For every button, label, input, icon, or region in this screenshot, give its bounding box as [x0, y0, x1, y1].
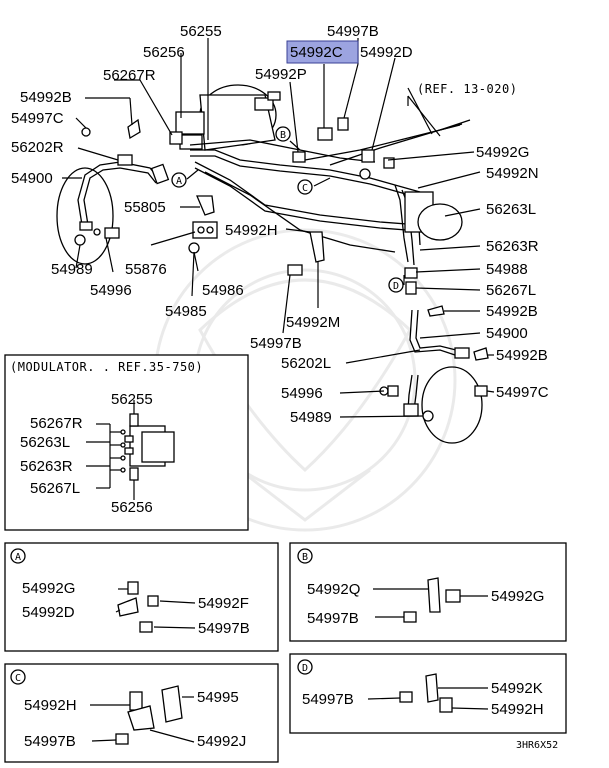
label-54900-right[interactable]: 54900 [486, 325, 528, 342]
modulator-label-56255[interactable]: 56255 [111, 391, 153, 408]
label-56256[interactable]: 56256 [143, 44, 185, 61]
label-54992g[interactable]: 54992G [476, 144, 529, 161]
detail-b-label-54997b[interactable]: 54997B [307, 610, 359, 627]
modulator-label-56263l[interactable]: 56263L [20, 434, 70, 451]
label-54989-left[interactable]: 54989 [51, 261, 93, 278]
label-54992d[interactable]: 54992D [360, 44, 413, 61]
label-54900-left[interactable]: 54900 [11, 170, 53, 187]
leader-lines [62, 38, 495, 418]
label-56202l[interactable]: 56202L [281, 355, 331, 372]
detail-c-label-54997b[interactable]: 54997B [24, 733, 76, 750]
label-56263l[interactable]: 56263L [486, 201, 536, 218]
highlighted-part-box [286, 40, 359, 64]
callout-a[interactable]: A [176, 176, 182, 187]
detail-d-inset: D 54997B 54992K 54992H [289, 653, 567, 734]
callout-b[interactable]: B [280, 130, 286, 141]
label-54992b-right2[interactable]: 54992B [496, 347, 548, 364]
detail-c-inset: C 54992H 54995 54997B 54992J [4, 663, 279, 763]
detail-c-letter: C [15, 673, 21, 684]
label-54992c[interactable]: 54992C [290, 44, 343, 61]
modulator-label-56256[interactable]: 56256 [111, 499, 153, 516]
label-54997b-top[interactable]: 54997B [327, 23, 379, 40]
brake-tube-bundle [189, 119, 471, 266]
label-54985[interactable]: 54985 [165, 303, 207, 320]
label-54996-left[interactable]: 54996 [90, 282, 132, 299]
label-54988[interactable]: 54988 [486, 261, 528, 278]
detail-a-letter: A [15, 552, 21, 563]
callout-c[interactable]: C [302, 183, 308, 194]
label-56267l[interactable]: 56267L [486, 282, 536, 299]
modulator-title: (MODULATOR. . REF.35-750) [10, 360, 203, 374]
label-54992h[interactable]: 54992H [225, 222, 278, 239]
label-54996-right[interactable]: 54996 [281, 385, 323, 402]
detail-d-label-54992h[interactable]: 54992H [491, 701, 544, 718]
label-54992n[interactable]: 54992N [486, 165, 539, 182]
label-55805[interactable]: 55805 [124, 199, 166, 216]
label-56263r[interactable]: 56263R [486, 238, 539, 255]
label-54989-right[interactable]: 54989 [290, 409, 332, 426]
main-labels: 56255 54997B 56256 54992C 54992D 56267R … [11, 23, 549, 426]
detail-c-label-54992j[interactable]: 54992J [197, 733, 246, 750]
detail-d-label-54997b[interactable]: 54997B [302, 691, 354, 708]
detail-b-label-54992q[interactable]: 54992Q [307, 581, 360, 598]
callout-circles: A B C D [171, 126, 404, 293]
detail-b-inset: B 54992Q 54992G 54997B [289, 542, 567, 642]
modulator-label-56267r[interactable]: 56267R [30, 415, 83, 432]
label-54986[interactable]: 54986 [202, 282, 244, 299]
modulator-label-56267l[interactable]: 56267L [30, 480, 80, 497]
label-54992b-right[interactable]: 54992B [486, 303, 538, 320]
left-brake-hose [56, 118, 170, 265]
callout-d[interactable]: D [393, 281, 399, 292]
label-55876[interactable]: 55876 [125, 261, 167, 278]
modulator-inset: (MODULATOR. . REF.35-750) 56255 56267R 5… [4, 354, 249, 531]
label-56267r[interactable]: 56267R [103, 67, 156, 84]
label-56255[interactable]: 56255 [180, 23, 222, 40]
master-cylinder-illustration [175, 84, 281, 151]
detail-b-label-54992g[interactable]: 54992G [491, 588, 544, 605]
detail-a-label-54997b[interactable]: 54997B [198, 620, 250, 637]
label-56202r[interactable]: 56202R [11, 139, 64, 156]
detail-d-label-54992k[interactable]: 54992K [491, 680, 543, 697]
detail-d-letter: D [302, 663, 308, 674]
detail-c-label-54992h[interactable]: 54992H [24, 697, 77, 714]
detail-a-label-54992d[interactable]: 54992D [22, 604, 75, 621]
watermark-emblem [153, 228, 457, 532]
center-small-parts [169, 117, 395, 276]
label-54992m[interactable]: 54992M [286, 314, 340, 331]
label-54997c-left[interactable]: 54997C [11, 110, 64, 127]
detail-a-inset: A 54992G 54992D 54992F 54997B [4, 542, 279, 652]
label-ref-13-020: (REF. 13-020) [417, 82, 517, 96]
detail-a-label-54992f[interactable]: 54992F [198, 595, 249, 612]
detail-a-label-54992g[interactable]: 54992G [22, 580, 75, 597]
label-54992b-left[interactable]: 54992B [20, 89, 72, 106]
label-54997b-mid[interactable]: 54997B [250, 335, 302, 352]
diagram-code: 3HR6X52 [516, 740, 558, 751]
detail-b-letter: B [302, 552, 308, 563]
label-54992p[interactable]: 54992P [255, 66, 307, 83]
modulator-label-56263r[interactable]: 56263R [20, 458, 73, 475]
label-54997c-right[interactable]: 54997C [496, 384, 549, 401]
detail-c-label-54995[interactable]: 54995 [197, 689, 239, 706]
right-brake-hose [379, 267, 489, 444]
